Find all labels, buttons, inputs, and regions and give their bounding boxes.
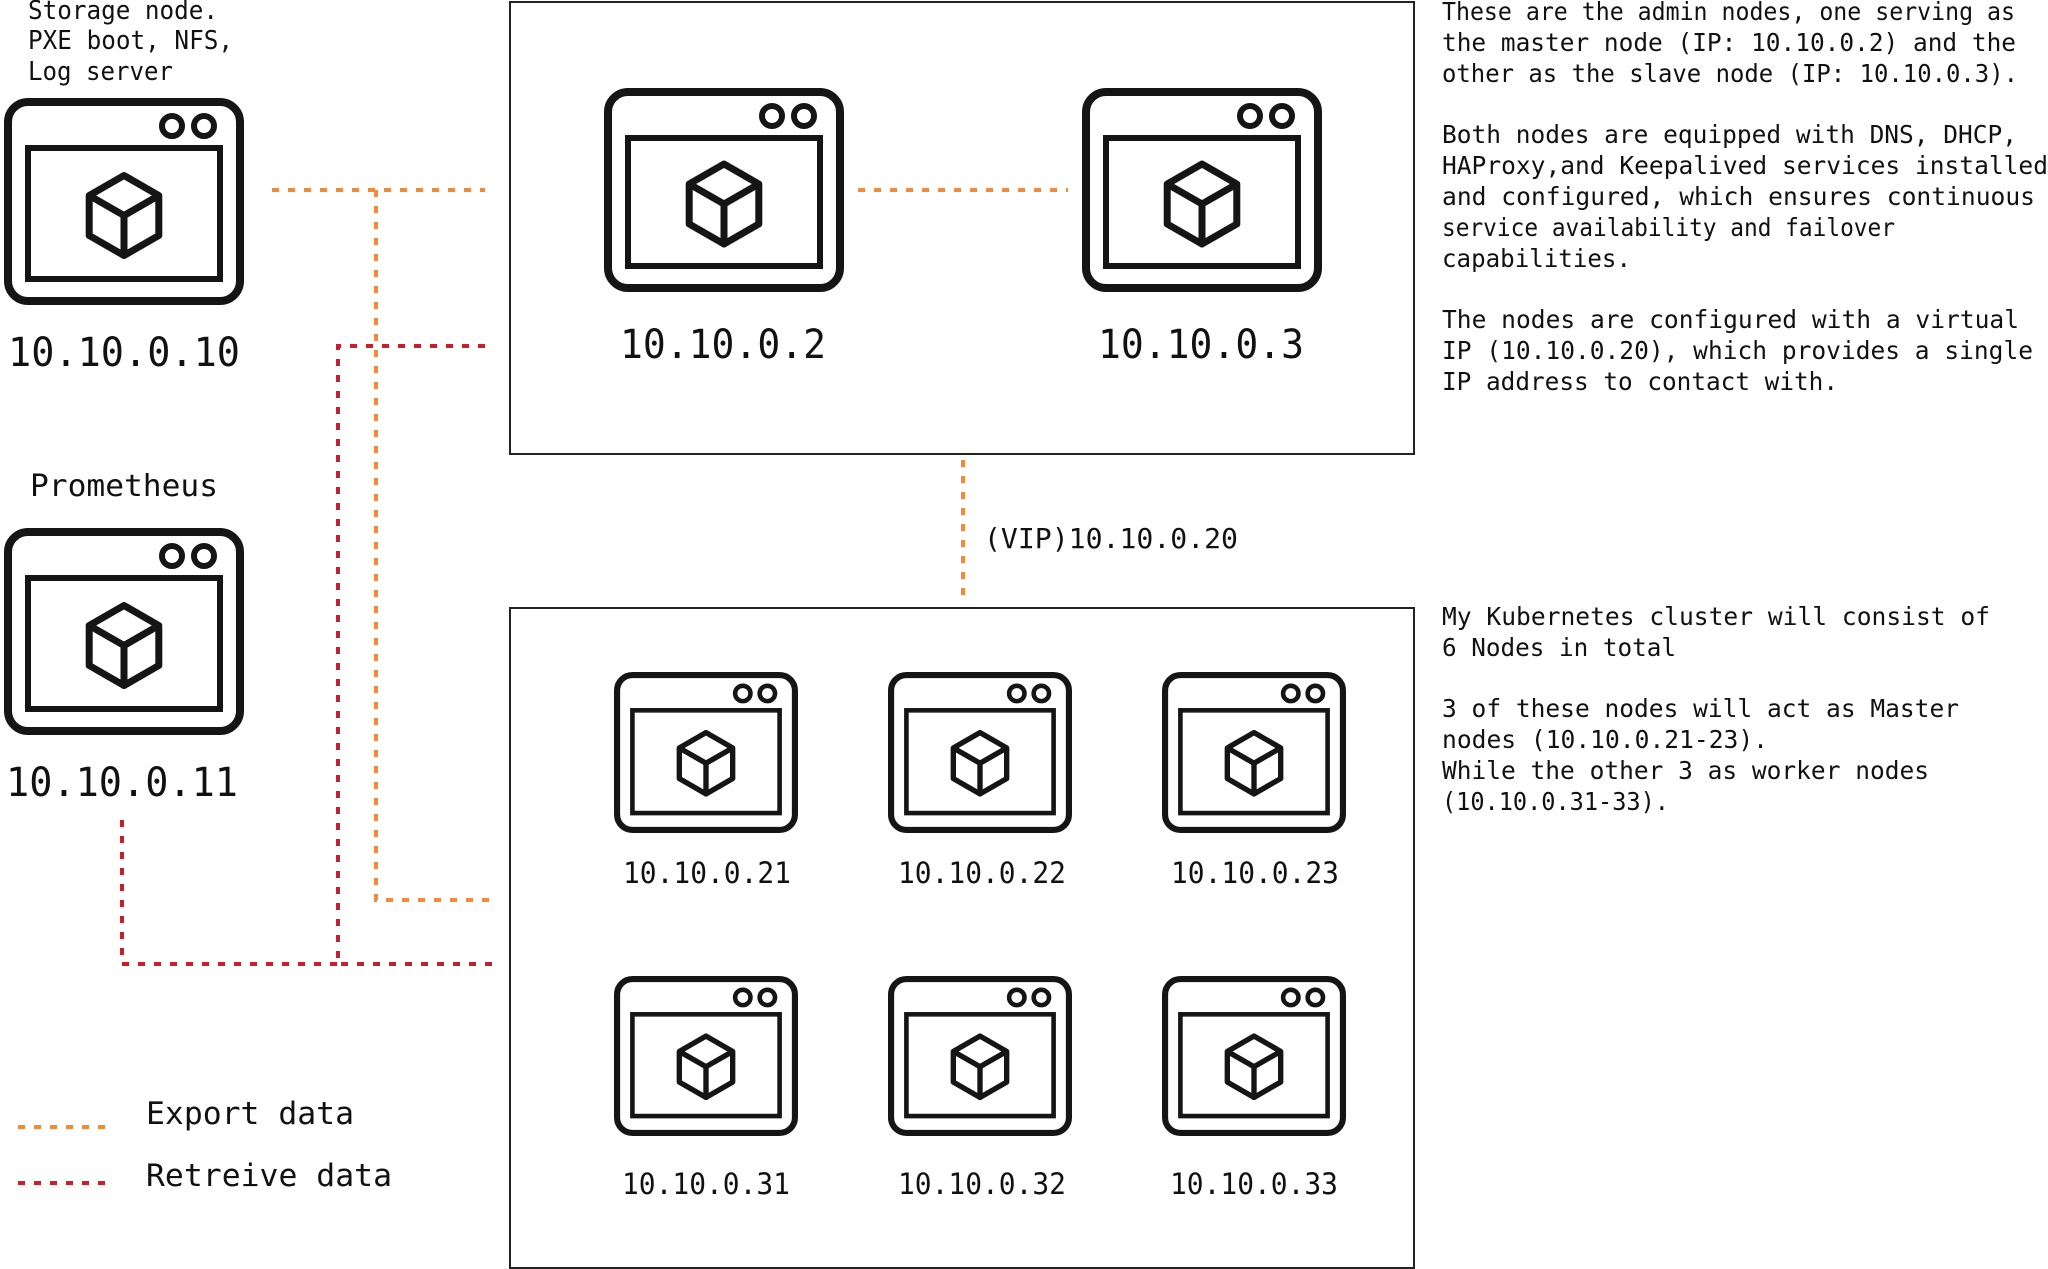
server-window-cube-icon — [4, 98, 244, 305]
admin-description: These are the admin nodes, one serving a… — [1442, 0, 2048, 396]
window-dot — [732, 987, 753, 1008]
window-dot — [1006, 683, 1027, 704]
server-window-cube-icon — [613, 671, 798, 833]
prometheus-node[interactable]: Prometheus 10.10.0.11 — [4, 469, 244, 806]
storage-caption-line-3: Log server — [28, 57, 173, 87]
server-window-cube-icon — [604, 88, 844, 292]
window-dot — [791, 103, 817, 129]
window-dot — [191, 113, 217, 139]
storage-caption-line-1: Storage node. — [28, 0, 218, 26]
cluster-description: My Kubernetes cluster will consist of 6 … — [1442, 602, 1990, 816]
cluster-node[interactable]: 10.10.0.22 — [887, 671, 1072, 890]
cluster-node[interactable]: 10.10.0.33 — [1161, 975, 1346, 1201]
vip-label: (VIP)10.10.0.20 — [984, 522, 1238, 555]
admin-master-ip-label: 10.10.0.2 — [620, 322, 826, 368]
cluster-node-ip-label: 10.10.0.23 — [1171, 856, 1339, 890]
window-dot — [1237, 103, 1263, 129]
storage-caption-line-2: PXE boot, NFS, — [28, 26, 233, 56]
server-window-cube-icon — [1161, 975, 1346, 1136]
window-dot — [757, 683, 778, 704]
cluster-node-ip-label: 10.10.0.32 — [898, 1167, 1066, 1201]
cluster-description-line: nodes (10.10.0.21-23). — [1442, 725, 1768, 754]
window-dot — [1305, 683, 1326, 704]
server-window-cube-icon — [887, 975, 1072, 1136]
storage-ip-label: 10.10.0.10 — [8, 330, 240, 376]
window-dot — [191, 543, 217, 569]
window-dot — [1031, 683, 1052, 704]
admin-description-line: and configured, which ensures continuous — [1442, 182, 2035, 211]
cluster-description-line: 3 of these nodes will act as Master — [1442, 694, 1959, 723]
admin-nodes-frame — [509, 1, 1415, 455]
cluster-node-ip-label: 10.10.0.21 — [623, 856, 791, 890]
admin-description-line: These are the admin nodes, one serving a… — [1442, 0, 2015, 26]
cluster-node-ip-label: 10.10.0.31 — [622, 1167, 790, 1201]
retrieve-line-admin-to-cluster — [336, 344, 492, 966]
storage-node[interactable]: Storage node. PXE boot, NFS, Log server … — [4, 0, 244, 376]
legend-export-label: Export data — [146, 1096, 354, 1132]
window-dot — [1031, 987, 1052, 1008]
admin-description-line: Both nodes are equipped with DNS, DHCP, — [1442, 120, 2017, 149]
admin-master-node[interactable]: 10.10.0.2 — [604, 88, 844, 368]
cluster-description-line: 6 Nodes in total — [1442, 633, 1676, 662]
admin-description-line: IP address to contact with. — [1442, 367, 1838, 396]
export-line-trunk — [374, 190, 492, 902]
cluster-node[interactable]: 10.10.0.31 — [613, 975, 798, 1201]
server-window-cube-icon — [1082, 88, 1322, 292]
server-window-cube-icon — [613, 975, 798, 1136]
cluster-node-ip-label: 10.10.0.22 — [898, 856, 1066, 890]
legend-retrieve-label: Retreive data — [146, 1158, 392, 1194]
admin-description-line: capabilities. — [1442, 244, 1631, 273]
legend: Export data Retreive data — [18, 1096, 392, 1194]
server-window-cube-icon — [887, 671, 1072, 833]
window-dot — [759, 103, 785, 129]
prometheus-ip-label: 10.10.0.11 — [6, 760, 238, 806]
cluster-node-ip-label: 10.10.0.33 — [1170, 1167, 1338, 1201]
connections — [120, 188, 1068, 966]
admin-description-line: IP (10.10.0.20), which provides a single — [1442, 336, 2033, 365]
admin-description-line: the master node (IP: 10.10.0.2) and the — [1442, 28, 2016, 57]
kubernetes-cluster-frame — [509, 607, 1415, 1269]
window-dot — [1280, 987, 1301, 1008]
window-dot — [732, 683, 753, 704]
admin-slave-ip-label: 10.10.0.3 — [1098, 322, 1304, 368]
cluster-node[interactable]: 10.10.0.32 — [887, 975, 1072, 1201]
admin-slave-node[interactable]: 10.10.0.3 — [1082, 88, 1322, 368]
window-dot — [1305, 987, 1326, 1008]
admin-description-line: HAProxy,and Keepalived services installe… — [1442, 151, 2048, 180]
window-dot — [757, 987, 778, 1008]
retrieve-line-prometheus — [120, 820, 338, 966]
cluster-description-line: My Kubernetes cluster will consist of — [1442, 602, 1990, 631]
admin-description-line: service availability and failover — [1442, 213, 1895, 242]
window-dot — [1280, 683, 1301, 704]
window-dot — [159, 113, 185, 139]
window-dot — [1006, 987, 1027, 1008]
admin-description-line: other as the slave node (IP: 10.10.0.3). — [1442, 59, 2018, 88]
admin-description-line: The nodes are configured with a virtual — [1442, 305, 2019, 334]
server-window-cube-icon — [1161, 671, 1346, 833]
window-dot — [159, 543, 185, 569]
cluster-node[interactable]: 10.10.0.21 — [613, 671, 798, 890]
server-window-cube-icon — [4, 528, 244, 735]
cluster-node[interactable]: 10.10.0.23 — [1161, 671, 1346, 890]
cluster-description-line: While the other 3 as worker nodes — [1442, 756, 1929, 785]
cluster-description-line: (10.10.0.31-33). — [1442, 787, 1669, 816]
window-dot — [1269, 103, 1295, 129]
prometheus-caption: Prometheus — [30, 469, 218, 504]
